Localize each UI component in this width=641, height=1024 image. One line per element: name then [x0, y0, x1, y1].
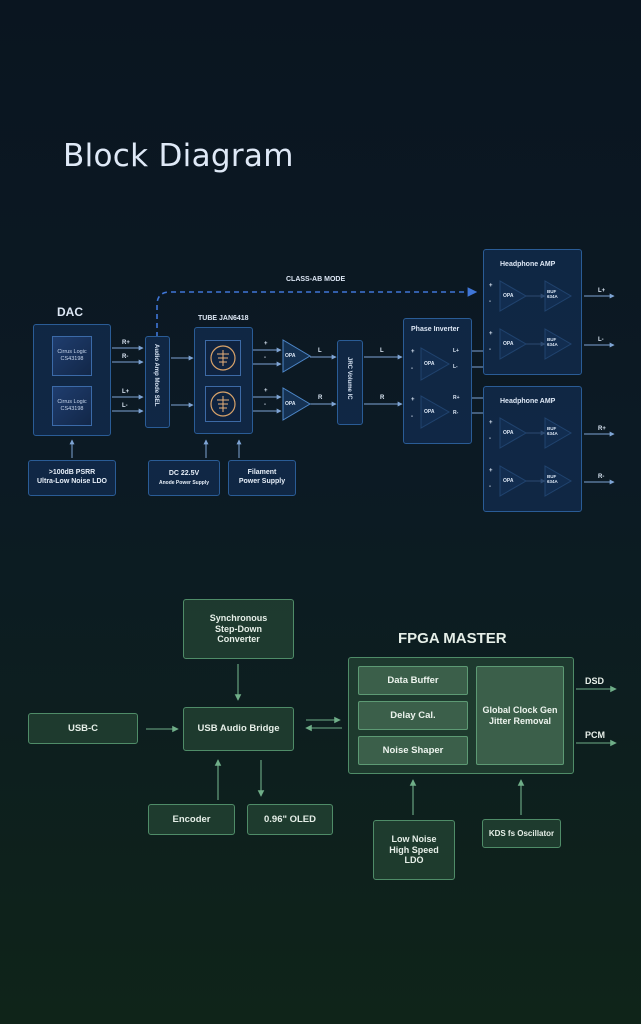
hp-minus: - [489, 299, 491, 305]
tube-minus: - [264, 402, 266, 408]
headphone-amp-block-1 [483, 249, 582, 375]
kds-oscillator-block: KDS fs Oscillator [482, 819, 561, 848]
encoder-block: Encoder [148, 804, 235, 835]
buf-label: BUF 634A [547, 289, 558, 299]
pi-minus: - [411, 366, 413, 372]
fpga-master-label: FPGA MASTER [398, 630, 507, 647]
volume-ic-label: JRC Volume IC [346, 357, 352, 400]
tube-icon [205, 340, 241, 376]
mode-sel-label: Audio Amp Mode SEL [153, 344, 159, 407]
hp-out-l-minus: L- [598, 337, 604, 343]
pcm-output-label: PCM [585, 730, 605, 740]
noise-shaper-block: Noise Shaper [358, 736, 468, 765]
tube-plus: + [264, 388, 268, 394]
ldo-block: >100dB PSRR Ultra-Low Noise LDO [28, 460, 116, 496]
volume-ic-block [337, 340, 363, 425]
dac-label: DAC [57, 305, 83, 319]
hp-minus: - [489, 347, 491, 353]
signal-r: R [318, 395, 323, 401]
signal-l: L [380, 348, 384, 354]
opa-label: OPA [285, 353, 296, 359]
global-clock-gen-block: Global Clock Gen Jitter Removal [476, 666, 564, 765]
opa-label: OPA [285, 401, 296, 407]
tube-icon [205, 386, 241, 422]
dsd-output-label: DSD [585, 676, 605, 686]
dac-out-l-minus: L- [122, 403, 128, 409]
oled-display-block: 0.96" OLED [247, 804, 333, 835]
low-noise-ldo-block: Low Noise High Speed LDO [373, 820, 455, 880]
signal-l: L [318, 348, 322, 354]
dc-supply-desc: Anode Power Supply [158, 480, 209, 487]
headphone-amp-label: Headphone AMP [500, 398, 556, 405]
hp-plus: + [489, 331, 493, 337]
pi-plus: + [411, 349, 415, 355]
buf-label: BUF 634A [547, 426, 558, 436]
headphone-amp-label: Headphone AMP [500, 261, 556, 268]
opa-label: OPA [503, 293, 514, 299]
buf-label: BUF 634A [547, 337, 558, 347]
pi-out-r-plus: R+ [453, 395, 460, 401]
hp-minus: - [489, 484, 491, 490]
hp-plus: + [489, 420, 493, 426]
tube-plus: + [264, 341, 268, 347]
phase-inverter-label: Phase Inverter [411, 326, 460, 333]
dc-supply-voltage: DC 22.5V [168, 469, 200, 477]
pi-out-l-minus: L- [453, 364, 458, 370]
dac-out-r-minus: R- [122, 354, 129, 360]
hp-out-r-plus: R+ [598, 426, 606, 432]
hp-plus: + [489, 283, 493, 289]
sync-step-down-converter: Synchronous Step-Down Converter [183, 599, 294, 659]
page-title: Block Diagram [63, 138, 294, 174]
class-ab-mode-label: CLASS-AB MODE [286, 276, 346, 283]
opa-label: OPA [503, 341, 514, 347]
buf-label: BUF 634A [547, 474, 558, 484]
dac-chip-1: Cirrus Logic CS43198 [52, 336, 92, 376]
data-buffer-block: Data Buffer [358, 666, 468, 695]
dac-out-l-plus: L+ [122, 389, 130, 395]
tube-minus: - [264, 355, 266, 361]
dac-chip-2: Cirrus Logic CS43198 [52, 386, 92, 426]
opa-label: OPA [424, 361, 435, 367]
hp-minus: - [489, 436, 491, 442]
usb-c-port: USB-C [28, 713, 138, 744]
pi-out-r-minus: R- [453, 410, 459, 416]
pi-plus: + [411, 397, 415, 403]
pi-out-l-plus: L+ [453, 348, 459, 354]
pi-minus: - [411, 414, 413, 420]
opa-label: OPA [503, 430, 514, 436]
opa-label: OPA [503, 478, 514, 484]
hp-out-r-minus: R- [598, 474, 605, 480]
usb-audio-bridge: USB Audio Bridge [183, 707, 294, 751]
dac-out-r-plus: R+ [122, 340, 130, 346]
headphone-amp-block-2 [483, 386, 582, 512]
delay-cal-block: Delay Cal. [358, 701, 468, 730]
filament-supply-block: Filament Power Supply [228, 460, 296, 496]
dc-supply-block: DC 22.5V Anode Power Supply [148, 460, 220, 496]
phase-inverter-block [403, 318, 472, 444]
signal-r: R [380, 395, 385, 401]
opa-label: OPA [424, 409, 435, 415]
hp-plus: + [489, 468, 493, 474]
hp-out-l-plus: L+ [598, 288, 606, 294]
mode-sel-block [145, 336, 170, 428]
tube-label: TUBE JAN6418 [198, 315, 249, 322]
